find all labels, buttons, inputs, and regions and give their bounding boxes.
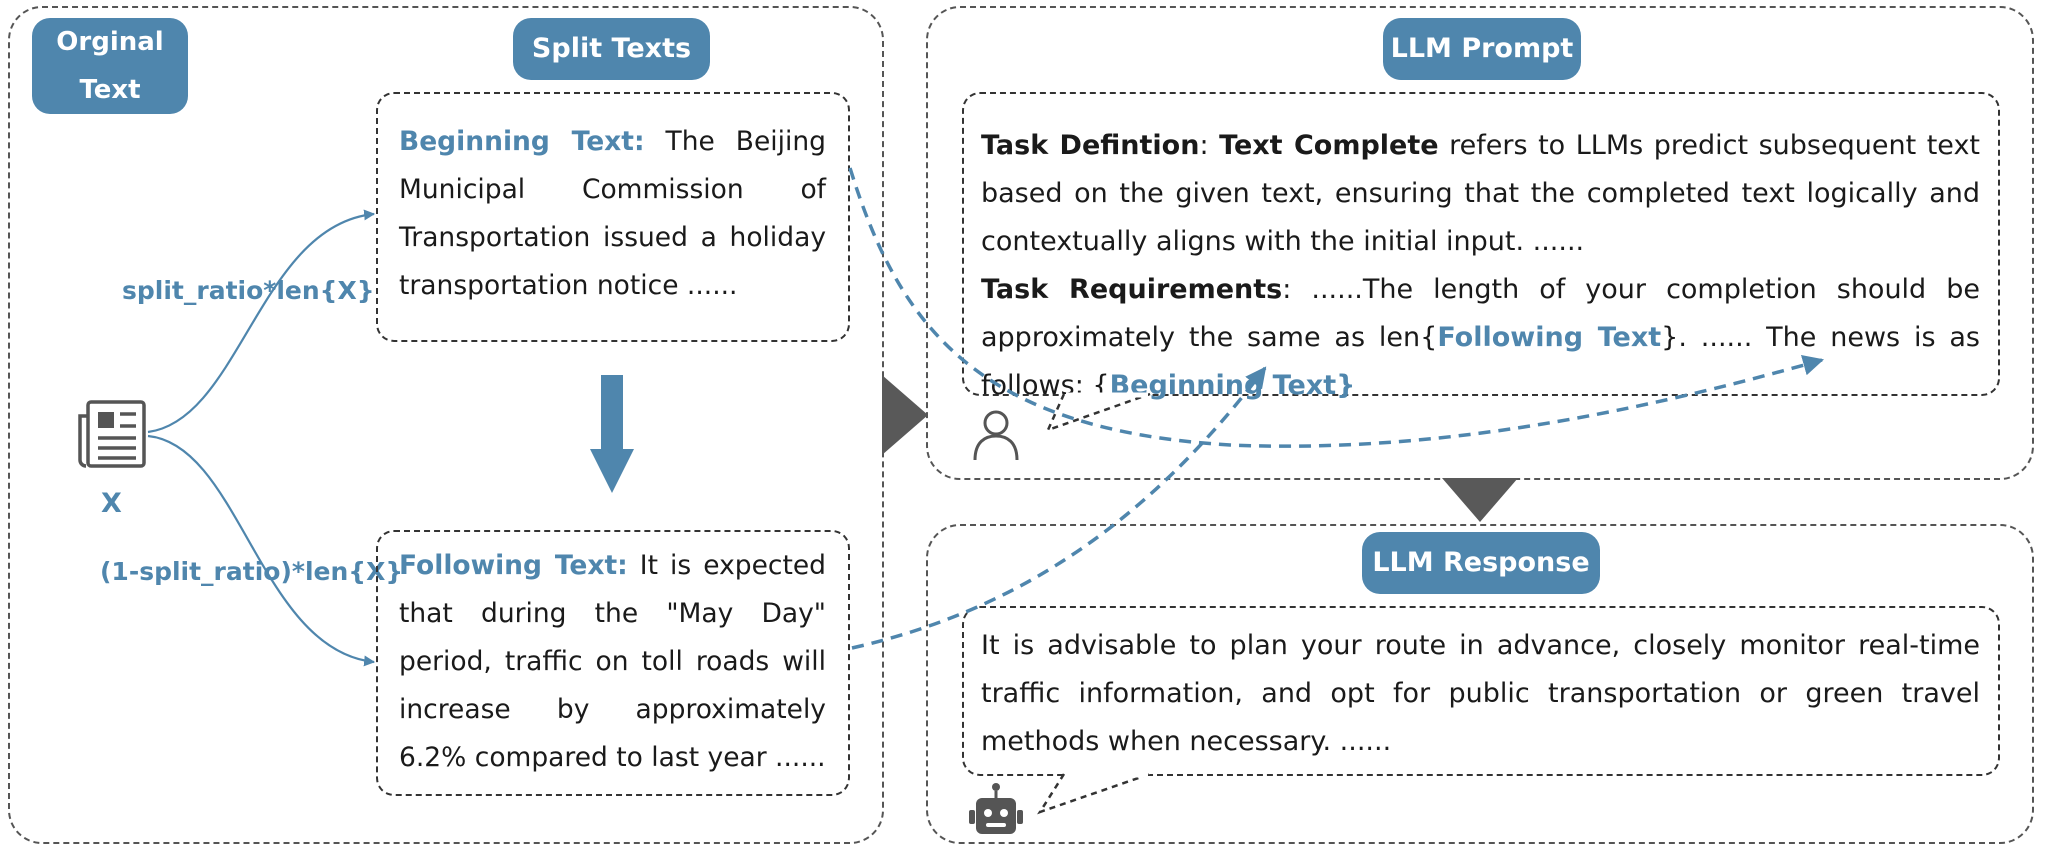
x-label: X	[101, 488, 122, 519]
original-text-label: Orginal Text	[32, 18, 188, 114]
newspaper-icon	[78, 400, 146, 468]
rest-ratio-label: (1-split_ratio)*len{X}	[100, 557, 404, 586]
down-triangle-arrow	[1442, 478, 1518, 522]
following-text-label: Following Text:	[399, 550, 628, 581]
following-text-ref: Following Text	[1437, 322, 1662, 353]
beginning-text-label: Beginning Text:	[399, 126, 645, 157]
response-bubble	[962, 606, 2000, 776]
down-arrow	[590, 375, 634, 493]
task-requirements-label: Task Requirements	[981, 274, 1283, 305]
llm-prompt-label: LLM Prompt	[1383, 18, 1581, 80]
prompt-text: Task Defintion: Text Complete refers to …	[981, 122, 1980, 410]
following-text-box	[376, 530, 850, 796]
llm-response-label: LLM Response	[1362, 532, 1600, 594]
robot-icon	[969, 783, 1023, 834]
task-definition: Task Defintion: Text Complete refers to …	[981, 130, 1981, 257]
beginning-text: Beginning Text: The Beijing Municipal Co…	[399, 118, 826, 310]
split-texts-label: Split Texts	[513, 18, 710, 80]
split-ratio-label: split_ratio*len{X}	[122, 276, 375, 305]
response-panel	[926, 524, 2034, 844]
beginning-text-ref: Beginning Text}	[1109, 370, 1356, 401]
following-text-content: It is expected that during the "May Day"…	[399, 550, 826, 773]
task-definition-label: Task Defintion	[981, 130, 1200, 161]
following-text: Following Text: It is expected that duri…	[399, 542, 826, 782]
user-icon	[973, 410, 1019, 461]
response-text: It is advisable to plan your route in ad…	[981, 630, 1980, 757]
right-triangle-arrow	[882, 375, 928, 455]
task-definition-term: Text Complete	[1219, 130, 1439, 161]
beginning-text-content: The Beijing Municipal Commission of Tran…	[399, 126, 826, 301]
task-requirements: Task Requirements: ......The length of y…	[981, 266, 1980, 410]
